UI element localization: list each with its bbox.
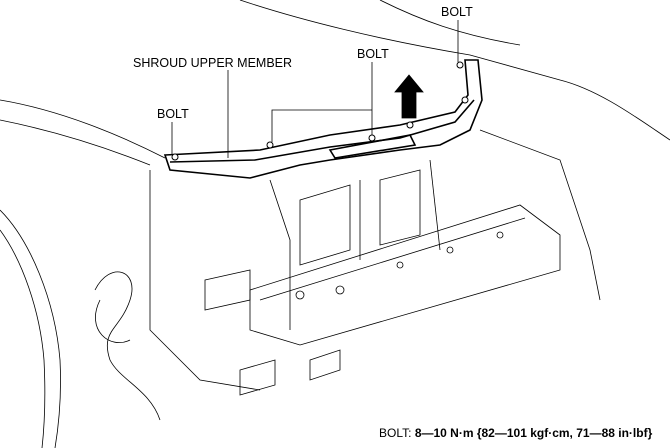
bumper-reinforcement <box>249 204 561 346</box>
leader-lines <box>171 20 459 158</box>
label-bolt-top: BOLT <box>441 5 473 19</box>
bolts <box>171 61 469 161</box>
removal-direction-arrow-icon <box>394 74 424 119</box>
torque-spec-label: BOLT: <box>379 426 412 440</box>
torque-spec: BOLT: 8—10 N·m {82—101 kgf·cm, 71—88 in·… <box>379 426 652 440</box>
label-bolt-middle: BOLT <box>357 47 389 61</box>
label-shroud-upper-member: SHROUD UPPER MEMBER <box>133 56 293 70</box>
bolt-top <box>456 61 464 69</box>
bolt-right-1 <box>406 121 414 129</box>
label-bolt-left: BOLT <box>157 107 189 121</box>
shroud-upper-member <box>163 59 483 179</box>
bolt-left-2 <box>266 141 274 149</box>
wheel-arch <box>0 209 61 448</box>
bolt-right-2 <box>461 96 469 104</box>
bolt-middle <box>368 134 376 142</box>
torque-spec-value: 8—10 N·m {82—101 kgf·cm, 71—88 in·lbf} <box>414 426 653 440</box>
hood-outline <box>239 0 670 141</box>
bolt-left-1 <box>171 153 179 161</box>
